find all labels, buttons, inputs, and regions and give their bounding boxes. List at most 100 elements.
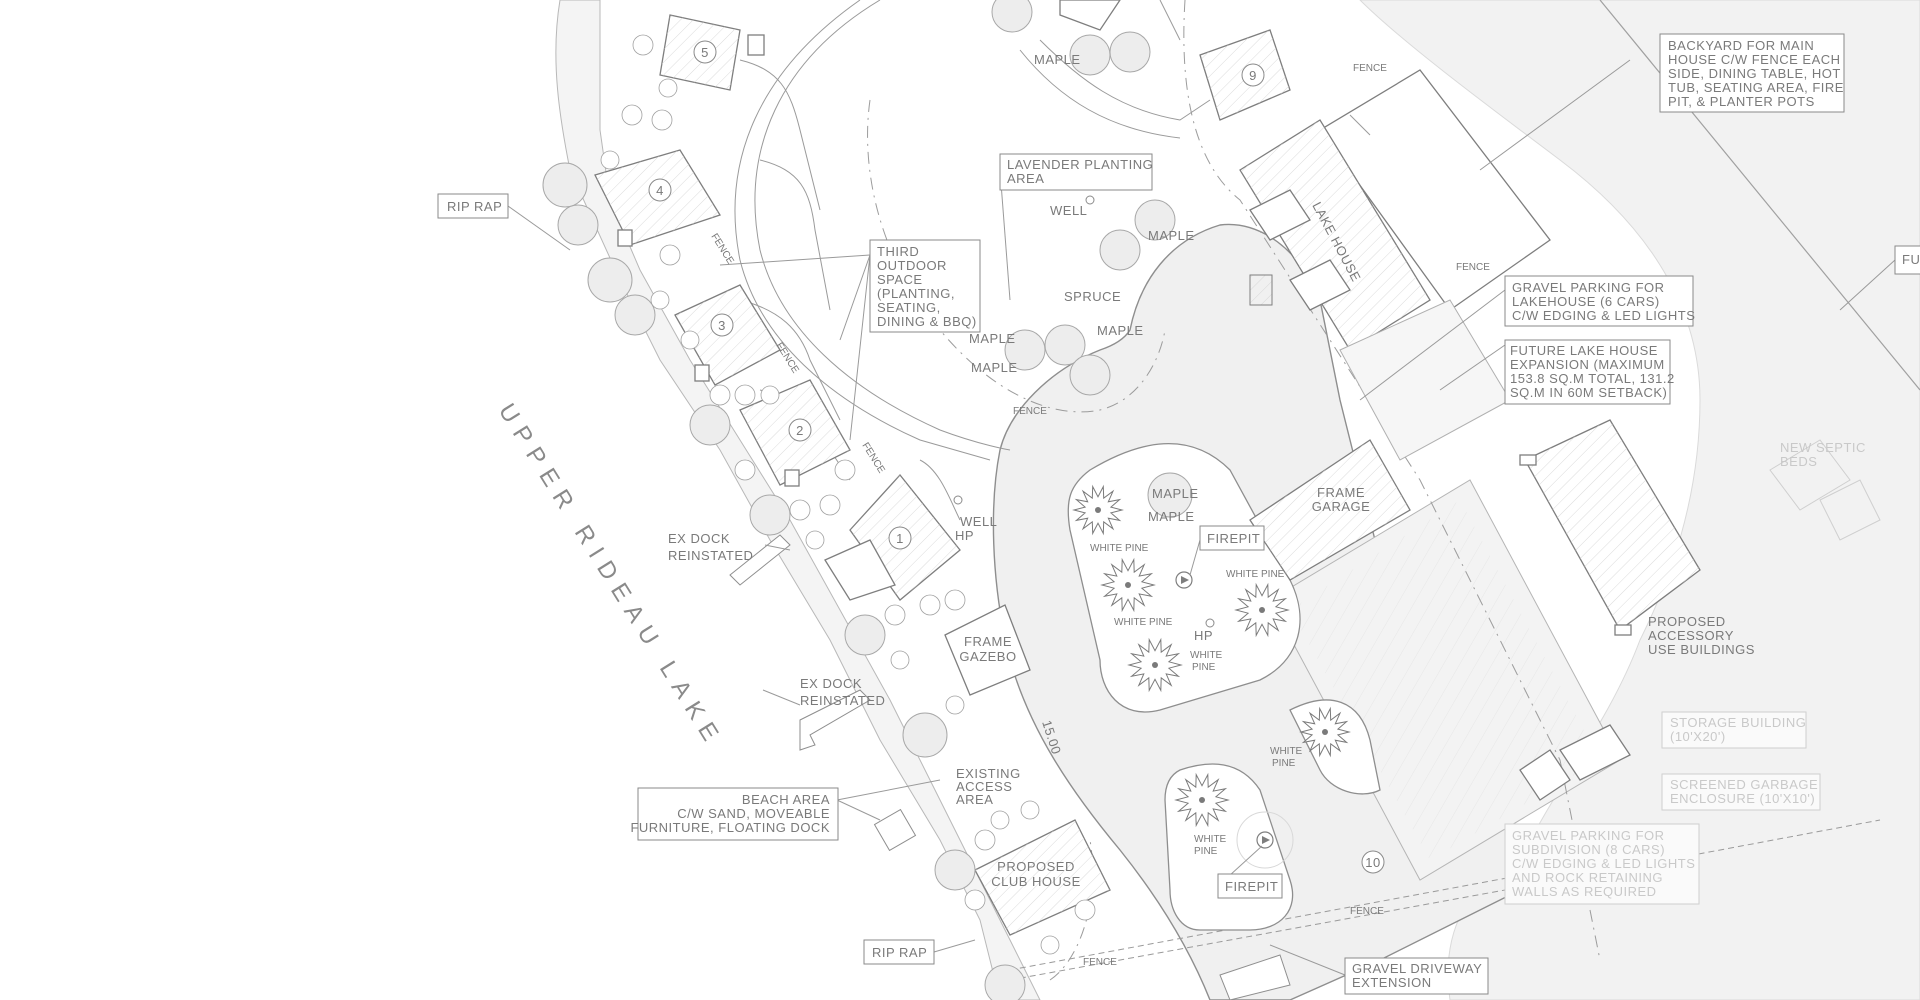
svg-text:WELL: WELL <box>1050 203 1087 218</box>
svg-text:FENCE: FENCE <box>1013 406 1047 417</box>
septic-buildings-right <box>1769 439 1881 541</box>
svg-text:FENCE: FENCE <box>1083 957 1117 968</box>
svg-text:FU: FU <box>1902 252 1920 267</box>
svg-text:PINE: PINE <box>1272 758 1296 769</box>
ex-dock-label-2: EX DOCK REINSTATED <box>800 676 885 708</box>
existing-access-label: EXISTING ACCESS AREA <box>956 766 1021 807</box>
club-house-label: PROPOSED CLUB HOUSE <box>991 859 1081 889</box>
svg-text:EXISTING: EXISTING <box>956 766 1021 781</box>
svg-text:ACCESSORY: ACCESSORY <box>1648 628 1734 643</box>
white-pine-center <box>1322 729 1328 735</box>
svg-text:FIREPIT: FIREPIT <box>1207 531 1260 546</box>
svg-text:FIREPIT: FIREPIT <box>1225 879 1278 894</box>
svg-text:MAPLE: MAPLE <box>1152 486 1199 501</box>
backyard-main-house <box>1319 69 1551 311</box>
ex-dock-label-1: EX DOCK REINSTATED <box>668 531 753 563</box>
svg-text:FENCE: FENCE <box>1350 906 1384 917</box>
svg-text:WHITE: WHITE <box>1194 834 1227 845</box>
white-pine-center <box>1152 662 1158 668</box>
svg-text:MAPLE: MAPLE <box>1034 52 1081 67</box>
svg-text:MAPLE: MAPLE <box>971 360 1018 375</box>
storage-structures <box>1519 724 1631 801</box>
callout-gravel-parking-lakehouse: GRAVEL PARKING FOR LAKEHOUSE (6 CARS) C/… <box>1504 275 1695 327</box>
maple-labels: MAPLE MAPLE MAPLE MAPLE MAPLE MAPLE MAPL… <box>969 52 1199 524</box>
svg-text:EX DOCK: EX DOCK <box>668 531 730 546</box>
accessory-buildings <box>1519 419 1701 636</box>
svg-text:ENCLOSURE (10'X10'): ENCLOSURE (10'X10') <box>1670 791 1815 806</box>
svg-text:PROPOSED: PROPOSED <box>997 859 1075 874</box>
svg-text:MAPLE: MAPLE <box>1097 323 1144 338</box>
svg-text:FENCE: FENCE <box>1456 262 1490 273</box>
well-hp-labels: WELL WELL HP HP <box>955 203 1213 643</box>
svg-text:BEACH AREA: BEACH AREA <box>742 792 830 807</box>
svg-text:DINING & BBQ): DINING & BBQ) <box>877 314 977 329</box>
svg-text:AREA: AREA <box>956 792 993 807</box>
svg-text:WHITE PINE: WHITE PINE <box>1090 543 1149 554</box>
callout-rip-rap-bottom: RIP RAP <box>863 939 935 965</box>
svg-text:FRAME: FRAME <box>964 634 1012 649</box>
svg-text:MAPLE: MAPLE <box>969 331 1016 346</box>
shrubs <box>600 34 1096 955</box>
svg-text:GRAVEL PARKING FOR: GRAVEL PARKING FOR <box>1512 828 1665 843</box>
svg-text:SCREENED GARBAGE: SCREENED GARBAGE <box>1670 777 1818 792</box>
svg-text:MAPLE: MAPLE <box>1148 509 1195 524</box>
svg-text:PINE: PINE <box>1194 846 1218 857</box>
svg-text:FENCE: FENCE <box>1353 63 1387 74</box>
unit-number: 10 <box>1365 855 1380 870</box>
docks <box>729 534 1291 1000</box>
unit-number: 1 <box>896 531 904 546</box>
lake-house <box>1239 119 1431 351</box>
lavender-area <box>867 0 1181 413</box>
shoreline-vegetation <box>555 0 1041 1000</box>
unit-number: 3 <box>718 318 726 333</box>
svg-text:HP: HP <box>955 528 974 543</box>
svg-text:SEATING,: SEATING, <box>877 300 941 315</box>
svg-text:C/W EDGING & LED LIGHTS: C/W EDGING & LED LIGHTS <box>1512 308 1695 323</box>
svg-text:SQ.M IN 60M SETBACK): SQ.M IN 60M SETBACK) <box>1510 385 1667 400</box>
unit-number: 5 <box>701 45 709 60</box>
svg-text:CLUB HOUSE: CLUB HOUSE <box>991 874 1081 889</box>
svg-text:FUTURE LAKE HOUSE: FUTURE LAKE HOUSE <box>1510 343 1658 358</box>
svg-text:SPACE: SPACE <box>877 272 923 287</box>
svg-text:153.8 SQ.M TOTAL, 131.2: 153.8 SQ.M TOTAL, 131.2 <box>1510 371 1675 386</box>
svg-text:RIP RAP: RIP RAP <box>872 945 927 960</box>
svg-text:PIT, & PLANTER POTS: PIT, & PLANTER POTS <box>1668 94 1815 109</box>
svg-text:GAZEBO: GAZEBO <box>959 649 1016 664</box>
callout-future-right: FU <box>1894 245 1920 275</box>
svg-text:RIP RAP: RIP RAP <box>447 199 502 214</box>
unit-number: 4 <box>656 183 664 198</box>
svg-text:EXPANSION (MAXIMUM: EXPANSION (MAXIMUM <box>1510 357 1665 372</box>
svg-text:REINSTATED: REINSTATED <box>668 548 753 563</box>
svg-text:USE BUILDINGS: USE BUILDINGS <box>1648 642 1755 657</box>
svg-text:LAKEHOUSE (6 CARS): LAKEHOUSE (6 CARS) <box>1512 294 1660 309</box>
white-pine-labels: WHITE PINE WHITE PINE WHITE PINE WHITE P… <box>1090 543 1303 857</box>
white-pines <box>1072 484 1351 828</box>
proposed-club-house <box>974 819 1111 936</box>
walking-paths <box>734 0 1211 521</box>
svg-text:THIRD: THIRD <box>877 244 919 259</box>
svg-text:BACKYARD FOR MAIN: BACKYARD FOR MAIN <box>1668 38 1814 53</box>
svg-text:WELL: WELL <box>960 514 997 529</box>
svg-text:AREA: AREA <box>1007 171 1044 186</box>
svg-text:GRAVEL PARKING FOR: GRAVEL PARKING FOR <box>1512 280 1665 295</box>
svg-text:WHITE: WHITE <box>1190 650 1223 661</box>
callout-gravel-parking-subdivision: GRAVEL PARKING FOR SUBDIVISION (8 CARS) … <box>1504 823 1700 905</box>
unit-number: 9 <box>1249 68 1257 83</box>
svg-text:OUTDOOR: OUTDOOR <box>877 258 947 273</box>
svg-text:EX DOCK: EX DOCK <box>800 676 862 691</box>
frame-garage-label: FRAME GARAGE <box>1312 485 1370 514</box>
svg-text:C/W SAND, MOVEABLE: C/W SAND, MOVEABLE <box>677 806 830 821</box>
svg-text:(10'X20'): (10'X20') <box>1670 729 1726 744</box>
frame-gazebo-label: FRAME GAZEBO <box>959 634 1016 664</box>
svg-text:FRAME: FRAME <box>1317 485 1365 500</box>
white-pine-center <box>1095 507 1101 513</box>
septic-right-label: NEW SEPTIC BEDS <box>1780 440 1865 469</box>
spruce-label: SPRUCE <box>1064 289 1121 304</box>
svg-text:WALLS AS REQUIRED: WALLS AS REQUIRED <box>1512 884 1657 899</box>
svg-text:HOUSE C/W FENCE EACH: HOUSE C/W FENCE EACH <box>1668 52 1841 67</box>
callout-beach-area: BEACH AREA C/W SAND, MOVEABLE FURNITURE,… <box>630 787 839 841</box>
svg-text:SIDE, DINING TABLE, HOT: SIDE, DINING TABLE, HOT <box>1668 66 1841 81</box>
svg-text:LAVENDER PLANTING: LAVENDER PLANTING <box>1007 157 1153 172</box>
callout-storage-building: STORAGE BUILDING (10'X20') <box>1661 711 1807 749</box>
